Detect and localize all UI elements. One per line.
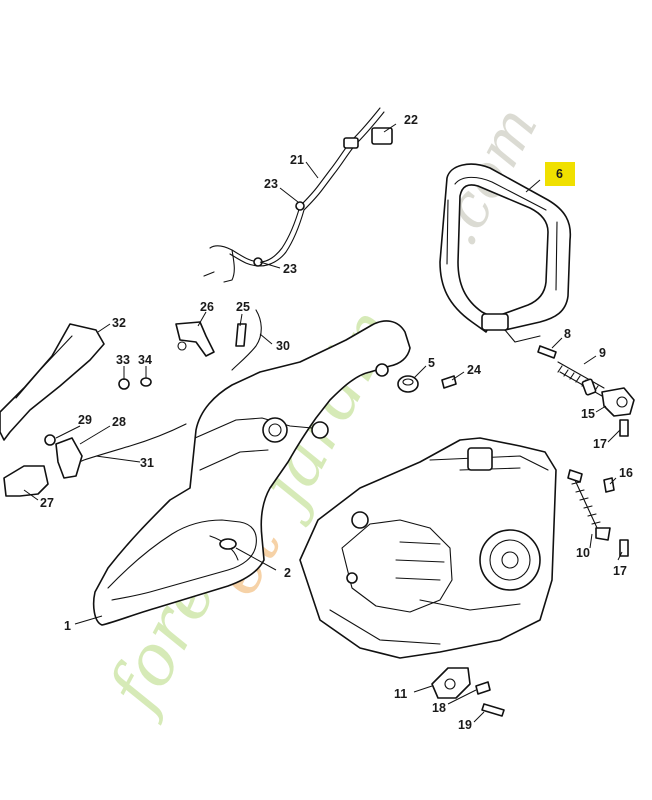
callout-5[interactable]: 5 bbox=[428, 356, 435, 370]
callout-32[interactable]: 32 bbox=[112, 316, 126, 330]
callout-26[interactable]: 26 bbox=[200, 300, 214, 314]
spring-part-29[interactable] bbox=[44, 434, 56, 446]
callout-10[interactable]: 10 bbox=[576, 546, 590, 560]
callout-16[interactable]: 16 bbox=[619, 466, 633, 480]
callout-29[interactable]: 29 bbox=[78, 413, 92, 427]
grommet-part-5[interactable] bbox=[397, 375, 419, 393]
bracket-part-11[interactable] bbox=[431, 667, 471, 699]
spring-part-10[interactable] bbox=[567, 469, 611, 541]
callout-2[interactable]: 2 bbox=[284, 566, 291, 580]
callout-23-bottom[interactable]: 23 bbox=[283, 262, 297, 276]
callout-34[interactable]: 34 bbox=[138, 353, 152, 367]
handlebar-part-6[interactable] bbox=[439, 163, 572, 343]
callout-9[interactable]: 9 bbox=[599, 346, 606, 360]
callout-8[interactable]: 8 bbox=[564, 327, 571, 341]
part-25[interactable] bbox=[235, 323, 247, 347]
wiring-harness[interactable] bbox=[203, 107, 393, 283]
part-34[interactable] bbox=[140, 377, 152, 387]
callout-24[interactable]: 24 bbox=[467, 363, 481, 377]
callout-19[interactable]: 19 bbox=[458, 718, 472, 732]
screw-part-19[interactable] bbox=[481, 703, 505, 717]
screw-part-17-top[interactable] bbox=[619, 419, 629, 437]
rod-part-30[interactable] bbox=[231, 309, 262, 371]
lever-part-28[interactable] bbox=[55, 437, 83, 479]
trigger-part-27[interactable] bbox=[3, 465, 49, 497]
callout-30[interactable]: 30 bbox=[276, 339, 290, 353]
buffer-part-15[interactable] bbox=[581, 378, 635, 417]
callout-25[interactable]: 25 bbox=[236, 300, 250, 314]
callout-22[interactable]: 22 bbox=[404, 113, 418, 127]
callout-18[interactable]: 18 bbox=[432, 701, 446, 715]
callout-labels: 1 2 5 6 8 9 10 11 15 16 17 17 18 19 21 2… bbox=[40, 113, 633, 732]
screw-part-8[interactable] bbox=[537, 345, 557, 359]
callout-17-top[interactable]: 17 bbox=[593, 437, 607, 451]
rod-part-31[interactable] bbox=[69, 423, 187, 467]
screw-part-18[interactable] bbox=[475, 681, 491, 695]
screw-part-24[interactable] bbox=[441, 375, 457, 389]
callout-31[interactable]: 31 bbox=[140, 456, 154, 470]
housing-part-1[interactable] bbox=[92, 320, 411, 626]
callout-1[interactable]: 1 bbox=[64, 619, 71, 633]
callout-28[interactable]: 28 bbox=[112, 415, 126, 429]
callout-15[interactable]: 15 bbox=[581, 407, 595, 421]
callout-33[interactable]: 33 bbox=[116, 353, 130, 367]
part-33[interactable] bbox=[118, 378, 130, 390]
callout-23-top[interactable]: 23 bbox=[264, 177, 278, 191]
callout-11[interactable]: 11 bbox=[394, 687, 407, 701]
spring-part-9[interactable] bbox=[557, 361, 605, 397]
engine-block[interactable] bbox=[299, 437, 557, 659]
highlight-box-part-6 bbox=[545, 162, 575, 186]
leader-lines bbox=[23, 123, 623, 723]
callout-27[interactable]: 27 bbox=[40, 496, 54, 510]
callout-17-bottom[interactable]: 17 bbox=[613, 564, 627, 578]
callout-21[interactable]: 21 bbox=[290, 153, 304, 167]
callout-6[interactable]: 6 bbox=[556, 167, 563, 181]
screw-part-16[interactable] bbox=[603, 477, 615, 493]
cover-part-32[interactable] bbox=[0, 323, 105, 441]
lever-part-26[interactable] bbox=[175, 321, 215, 357]
